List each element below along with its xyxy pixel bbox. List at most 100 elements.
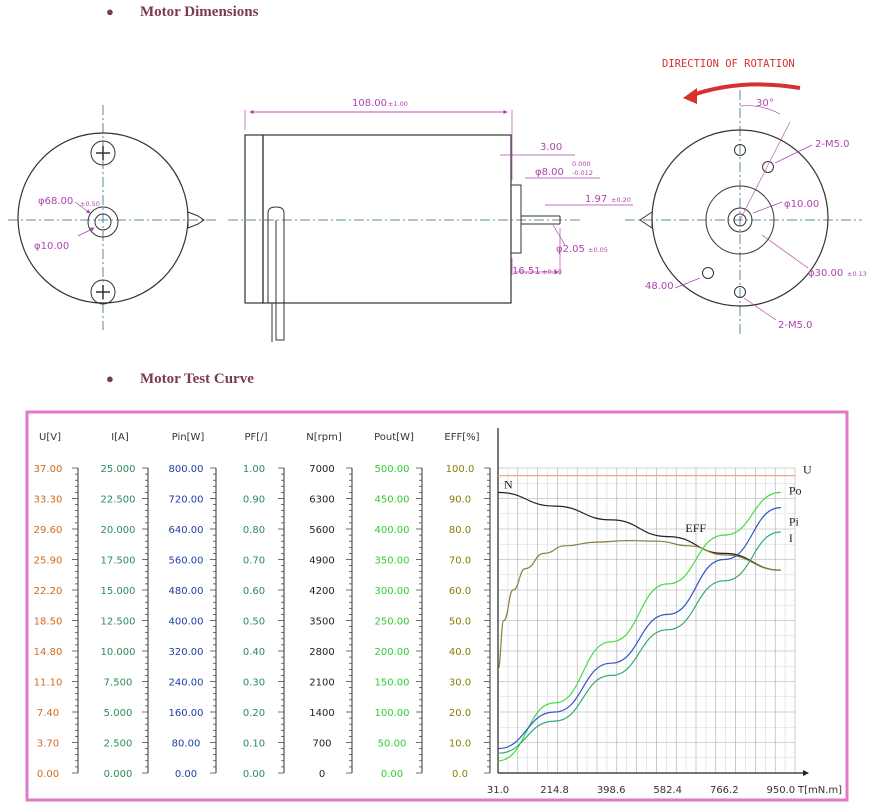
scale-columns: U[V]0.003.707.4011.1014.8018.5022.2025.9… [34,432,491,780]
tick-label-4-2: 1400 [309,708,334,719]
tick-label-4-3: 2100 [309,678,334,689]
tick-label-5-8: 400.00 [375,525,410,536]
tick-label-4-10: 7000 [309,464,334,475]
pcd-label: φ30.00 [808,268,843,279]
tick-label-0-3: 11.10 [34,678,63,689]
tick-label-1-3: 7.500 [104,678,133,689]
tick-label-6-7: 70.0 [449,556,471,567]
shaft-small-diameter-label: φ2.05 [556,244,585,255]
tick-label-4-8: 5600 [309,525,334,536]
tick-label-1-2: 5.000 [104,708,133,719]
tick-label-3-0: 0.00 [243,769,265,780]
rear-boss-diameter-label: φ10.00 [34,241,69,252]
rear-boss-inner [94,213,112,231]
x-tick-label-5: 950.0 [767,785,796,796]
tick-label-2-5: 400.00 [169,617,204,628]
series-line-i [497,531,781,754]
shaft-diameter-tol-lo: -0.012 [572,169,593,177]
tick-label-4-4: 2800 [309,647,334,658]
mount-hole-bottom-left [702,267,714,279]
tick-label-0-7: 25.90 [34,556,63,567]
bullet-icon: ● [106,4,114,19]
length-tol: ±1.00 [388,100,408,108]
tick-label-2-7: 560.00 [169,556,204,567]
tick-label-3-4: 0.40 [243,647,265,658]
tick-label-0-2: 7.40 [37,708,59,719]
lead-wire [267,206,285,341]
body-diameter-tol: ±0.50 [80,200,100,208]
tick-label-3-5: 0.50 [243,617,265,628]
tick-label-0-4: 14.80 [34,647,63,658]
tick-label-2-2: 160.00 [169,708,204,719]
length-label: 108.00 [352,98,387,109]
tick-label-0-8: 29.60 [34,525,63,536]
motor-dimensions-heading: ●Motor Dimensions [106,4,258,21]
tick-label-0-0: 0.00 [37,769,59,780]
boss-length-label: 16.51 [512,266,541,277]
side-view: 108.00 ±1.00 3.00 φ8.00 0.000 -0.012 1.9… [228,98,633,342]
tick-label-4-7: 4900 [309,556,334,567]
tick-label-6-8: 80.0 [449,525,471,536]
tick-label-5-6: 300.00 [375,586,410,597]
mount-hole-bottom [734,286,746,298]
flat-depth-tol: ±0.20 [611,196,631,204]
tick-label-1-1: 2.500 [104,739,133,750]
thread-top-label: 2-M5.0 [815,139,850,150]
x-tick-label-0: 31.0 [487,785,509,796]
motor-test-curve-heading: ● Motor Test Curve [106,371,254,388]
shaft-diameter-label: φ8.00 [535,167,564,178]
tick-label-5-10: 500.00 [375,464,410,475]
mount-hole-top [734,144,746,156]
tick-label-6-10: 100.0 [446,464,475,475]
x-tick-label-4: 766.2 [710,785,739,796]
tick-label-6-0: 0.0 [452,769,468,780]
tick-label-1-7: 17.500 [101,556,136,567]
tick-label-4-1: 700 [312,739,331,750]
tick-label-2-8: 640.00 [169,525,204,536]
axis-header-5: Pout[W] [374,432,414,443]
front-shaft-inner [733,213,747,227]
tick-label-3-7: 0.70 [243,556,265,567]
tick-label-6-3: 30.0 [449,678,471,689]
hole-spacing-label: 48.00 [645,281,674,292]
tick-label-4-0: 0 [319,769,325,780]
front-shaft-outer [727,207,753,233]
tick-label-3-9: 0.90 [243,495,265,506]
tick-label-5-9: 450.00 [375,495,410,506]
tick-label-3-1: 0.10 [243,739,265,750]
axis-header-0: U[V] [39,432,61,443]
motor-test-curve-title: Motor Test Curve [140,371,254,387]
tick-label-4-9: 6300 [309,495,334,506]
x-axis-arrow-icon [803,770,809,776]
tick-label-3-2: 0.20 [243,708,265,719]
series-label-po: Po [789,483,802,497]
front-boss [510,184,522,254]
tick-label-6-9: 90.0 [449,495,471,506]
flat-depth-label: 1.97 [585,194,607,205]
tick-label-1-6: 15.000 [101,586,136,597]
tick-label-6-1: 10.0 [449,739,471,750]
series-label-i: I [789,531,793,545]
tick-label-5-3: 150.00 [375,678,410,689]
tick-label-1-10: 25.000 [101,464,136,475]
axis-header-2: Pin[W] [172,432,205,443]
axis-header-1: I[A] [111,432,129,443]
tick-label-1-4: 10.000 [101,647,136,658]
tick-label-2-3: 240.00 [169,678,204,689]
mount-hole-top-right [762,161,774,173]
tick-label-0-9: 33.30 [34,495,63,506]
bullet-icon: ● [106,371,114,386]
shaft-diameter-tol-hi: 0.000 [572,160,591,168]
tick-label-5-7: 350.00 [375,556,410,567]
rear-boss-outer [87,206,119,238]
tick-label-2-4: 320.00 [169,647,204,658]
tick-label-1-8: 20.000 [101,525,136,536]
screw-top-icon [90,140,116,166]
shaft-small-diameter-tol: ±0.05 [588,246,608,254]
direction-of-rotation-label: DIRECTION OF ROTATION [662,58,795,70]
tick-label-3-3: 0.30 [243,678,265,689]
axis-header-6: EFF[%] [444,432,479,443]
tick-label-6-6: 60.0 [449,586,471,597]
rotation-arrow-icon [689,82,801,98]
